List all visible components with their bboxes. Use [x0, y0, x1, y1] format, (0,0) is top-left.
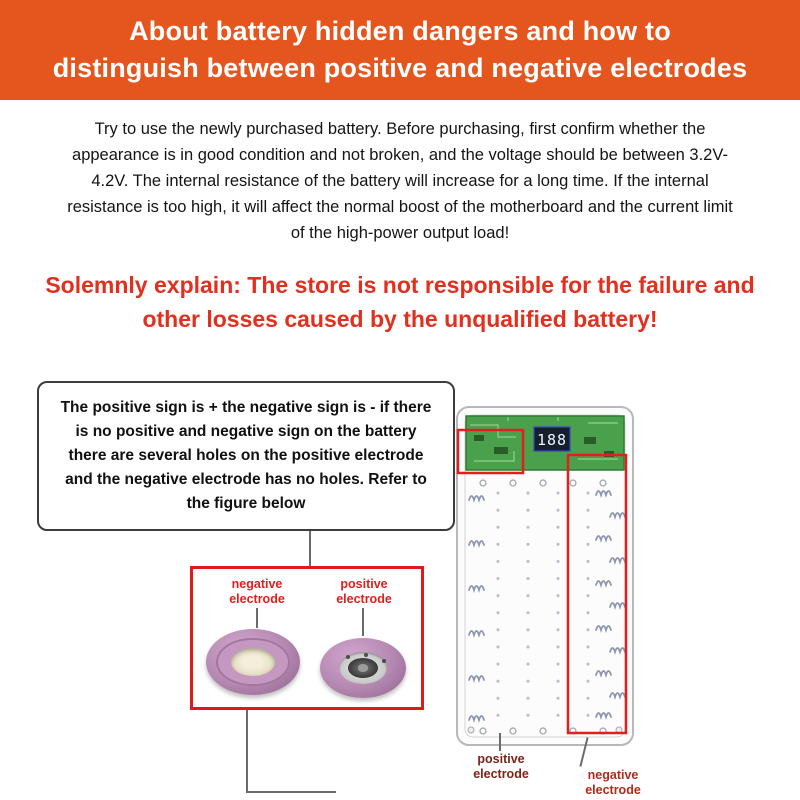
case-positive-electrode-label: positive electrode: [473, 752, 529, 781]
pcb-component: [474, 435, 484, 441]
screw-icon: [467, 726, 475, 734]
pcb-component: [494, 447, 508, 454]
battery-cap-vent: [357, 664, 369, 672]
intro-paragraph: Try to use the newly purchased battery. …: [67, 120, 733, 242]
battery-flat-top: [231, 648, 275, 676]
positive-battery-image: [320, 638, 406, 698]
battery-level-display: [533, 426, 571, 452]
warning-statement: Solemnly explain: The store is not respo…: [45, 272, 755, 332]
case-outline: [456, 406, 634, 746]
negative-area-highlight: [566, 453, 628, 735]
connector-line: [256, 608, 258, 628]
note-box-text: The positive sign is + the negative sign…: [60, 399, 432, 512]
positive-area-highlight: [456, 428, 525, 475]
positive-electrode-label: positive electrode: [336, 577, 392, 606]
connector-line: [362, 608, 364, 636]
power-bank-case-figure: 188: [456, 406, 634, 746]
battery-cap-holes: [345, 654, 350, 659]
page-title-line1: About battery hidden dangers and how to: [129, 16, 671, 46]
connector-line: [246, 791, 336, 793]
pcb-component: [584, 437, 596, 444]
display-value: 188: [537, 431, 567, 449]
page-title-line2: distinguish between positive and negativ…: [52, 53, 748, 83]
connector-line: [309, 531, 311, 566]
case-negative-electrode-label: negative electrode: [585, 768, 641, 797]
connector-line: [499, 733, 501, 751]
negative-electrode-label: negative electrode: [229, 577, 285, 606]
header-banner: About battery hidden dangers and how to …: [0, 0, 800, 100]
connector-line: [246, 710, 248, 793]
negative-battery-image: [206, 629, 300, 695]
note-box: The positive sign is + the negative sign…: [37, 381, 455, 531]
